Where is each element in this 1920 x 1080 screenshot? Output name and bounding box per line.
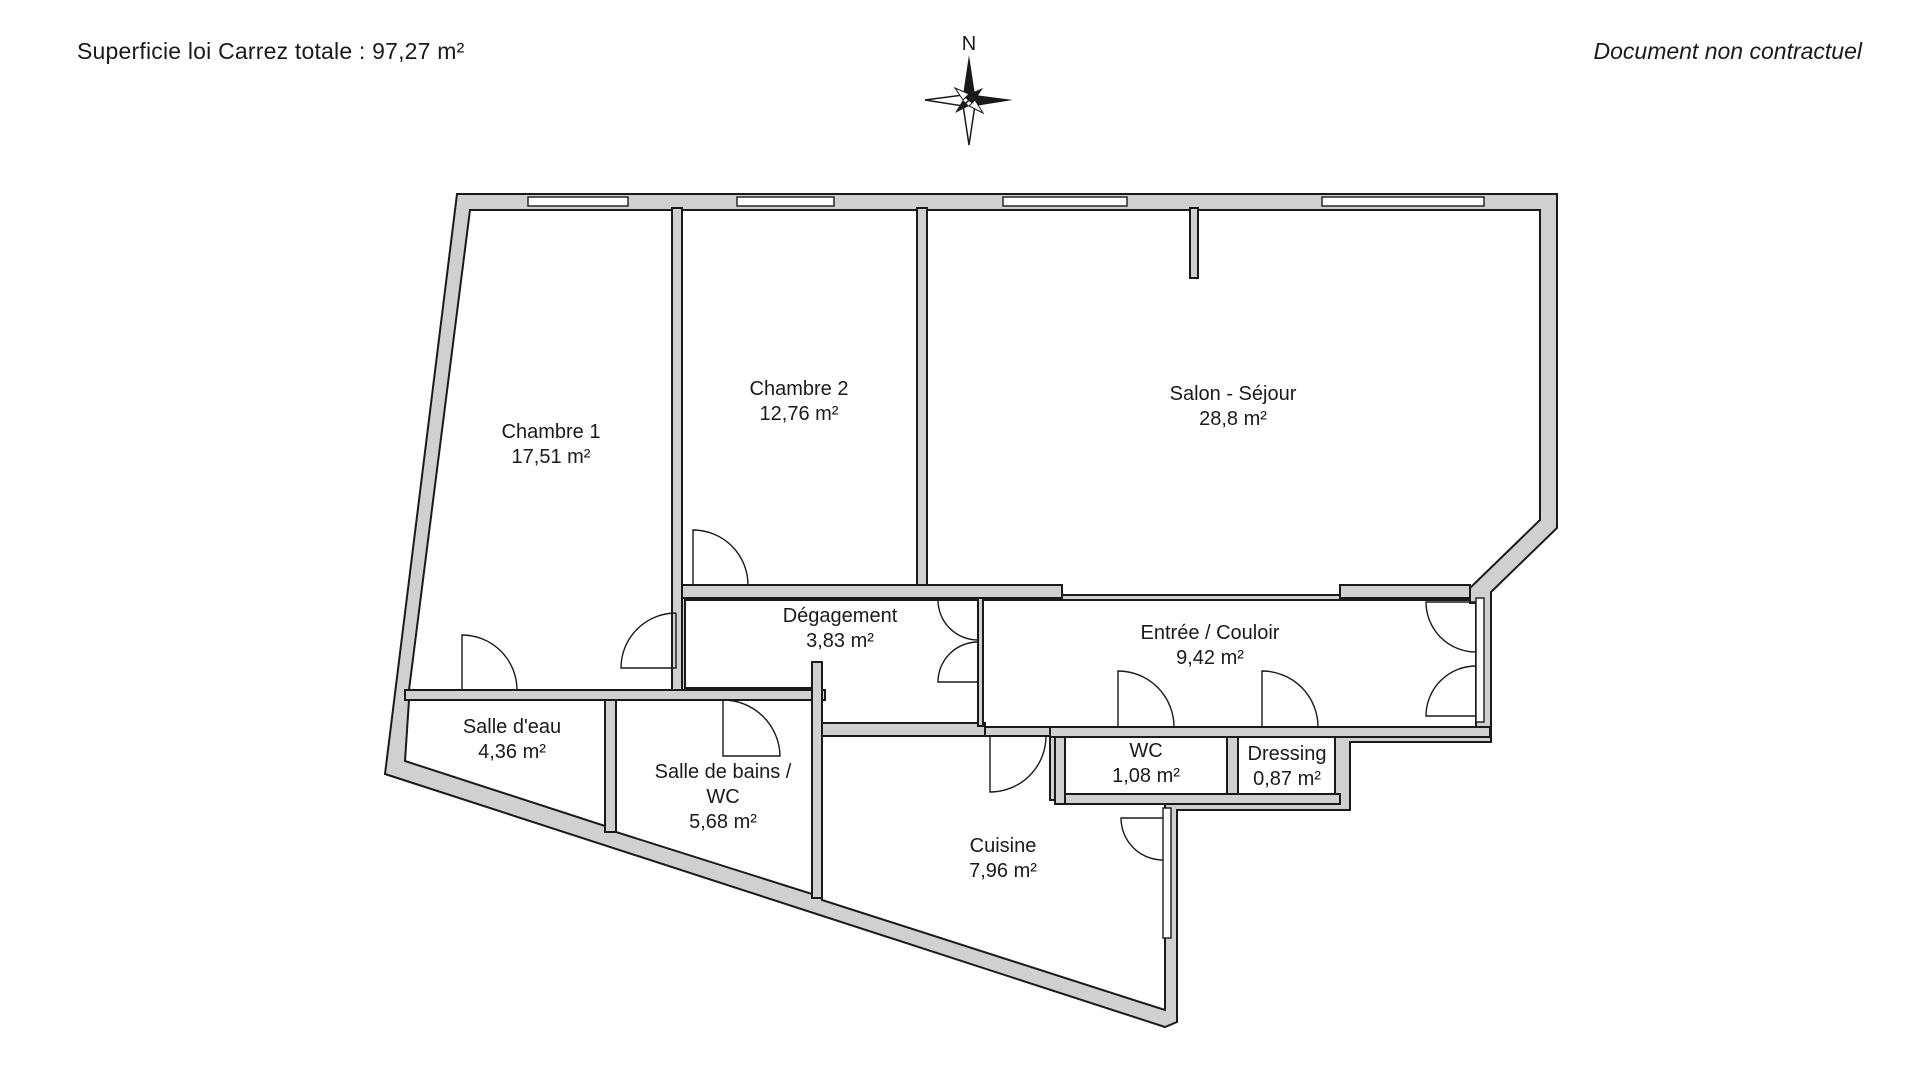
room-name-cuisine: Cuisine	[970, 835, 1037, 857]
room-name-salon-sejour: Salon - Séjour	[1170, 383, 1297, 405]
room-name-degagement: Dégagement	[783, 605, 898, 627]
room-area-salle-d-eau: 4,36 m²	[478, 741, 546, 763]
room-area-entree-couloir: 9,42 m²	[1176, 647, 1244, 669]
room-area-cuisine: 7,96 m²	[969, 860, 1037, 882]
room-area-dressing: 0,87 m²	[1253, 768, 1321, 790]
disclaimer: Document non contractuel	[1593, 38, 1863, 64]
total-area-value: 97,27 m²	[372, 38, 465, 64]
total-area-label: Superficie loi Carrez totale :	[77, 38, 366, 64]
room-area-degagement: 3,83 m²	[806, 630, 874, 652]
room-area-chambre-2: 12,76 m²	[760, 403, 839, 425]
room-interiors	[403, 209, 1541, 1012]
compass-icon: N	[924, 33, 1013, 146]
room-area-wc: 1,08 m²	[1112, 765, 1180, 787]
windows	[527, 196, 1485, 939]
doors	[461, 529, 1477, 861]
total-area-header: Superficie loi Carrez totale : 97,27 m²	[77, 38, 464, 65]
room-name-wc: WC	[1129, 740, 1162, 762]
room-name-chambre-1: Chambre 1	[502, 421, 601, 443]
room-name-salle-d-eau: Salle d'eau	[463, 716, 561, 738]
room-labels: Chambre 1 17,51 m² Chambre 2 12,76 m² Sa…	[463, 378, 1327, 882]
room-name-salle-de-bains-line2: WC	[706, 786, 739, 808]
room-name-entree-couloir: Entrée / Couloir	[1141, 622, 1280, 644]
room-name-dressing: Dressing	[1248, 743, 1327, 765]
room-area-salle-de-bains: 5,68 m²	[689, 811, 757, 833]
room-area-salon-sejour: 28,8 m²	[1199, 408, 1267, 430]
compass-north-letter: N	[962, 33, 976, 55]
room-name-salle-de-bains-line1: Salle de bains /	[655, 761, 792, 783]
room-area-chambre-1: 17,51 m²	[512, 446, 591, 468]
partition-walls	[404, 207, 1491, 899]
room-name-chambre-2: Chambre 2	[750, 378, 849, 400]
